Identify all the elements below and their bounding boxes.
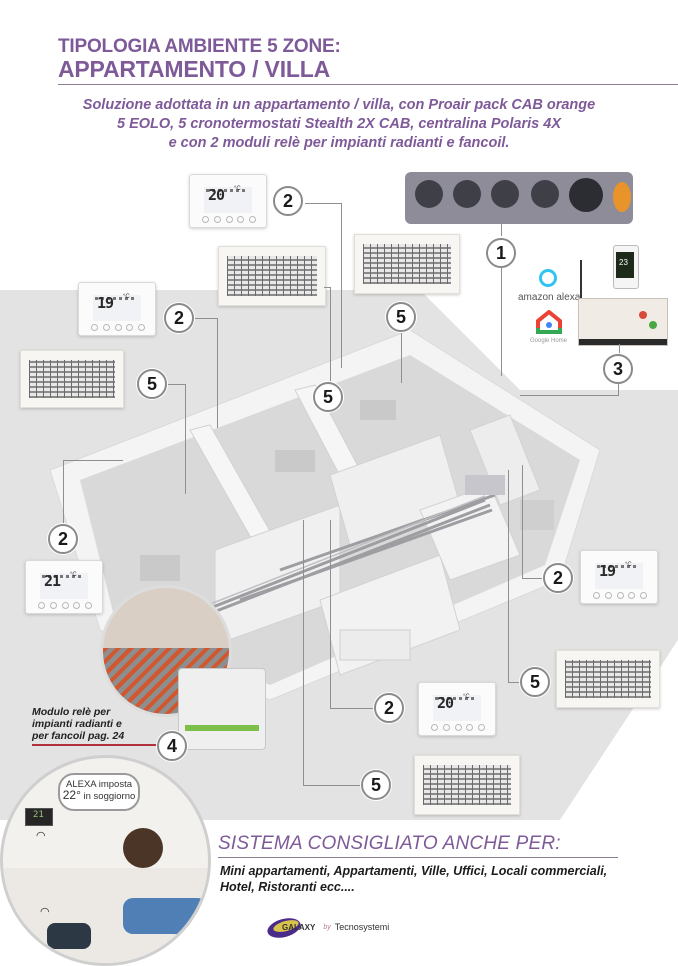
intro-text: Soluzione adottata in un appartamento / … (0, 96, 678, 153)
galaxy-wordmark: GALAXY (282, 922, 316, 932)
connector-line (195, 318, 217, 319)
thermostat-image: 19 °C (78, 282, 156, 336)
connector-line (522, 578, 542, 579)
connector-line (330, 520, 331, 708)
mini-display-image: 21 (25, 808, 53, 826)
callout-5-grille: 5 (313, 382, 343, 412)
connector-line (341, 203, 342, 368)
callout-2-thermostat: 2 (164, 303, 194, 333)
thermostat-image: 21 °C (25, 560, 103, 614)
callout-2-thermostat: 2 (273, 186, 303, 216)
callout-2-thermostat: 2 (48, 524, 78, 554)
relay-module-caption: Modulo relè per impianti radianti e per … (32, 706, 125, 742)
google-home-label: Google Home (530, 338, 568, 344)
connector-line (508, 470, 509, 682)
connector-line (330, 708, 374, 709)
smartphone-app-image: 23 (613, 245, 639, 289)
callout-5-grille: 5 (386, 302, 416, 332)
connector-line (168, 384, 185, 385)
connector-line (63, 460, 123, 461)
callout-2-thermostat: 2 (374, 693, 404, 723)
connector-line (217, 318, 218, 428)
callout-1-manifold: 1 (486, 238, 516, 268)
antenna-icon (580, 260, 582, 298)
connector-line (63, 460, 64, 524)
relay-module-image (178, 668, 266, 750)
intro-line: Soluzione adottata in un appartamento / … (82, 97, 596, 113)
callout-4-relay-module: 4 (157, 731, 187, 761)
connector-line (324, 287, 330, 288)
callout-5-grille: 5 (137, 369, 167, 399)
callout-2-thermostat: 2 (543, 563, 573, 593)
grille-image (20, 350, 124, 408)
thermostat-image: 19 °C (580, 550, 658, 604)
connector-line (185, 384, 186, 494)
connector-line (330, 287, 331, 381)
wifi-icon: ◠ (40, 906, 50, 918)
connector-line (619, 344, 620, 354)
caption-underline (32, 744, 160, 746)
recommended-title: SISTEMA CONSIGLIATO ANCHE PER: (218, 833, 561, 854)
title-divider (58, 84, 678, 85)
recommended-text: Mini appartamenti, Appartamenti, Ville, … (220, 864, 608, 894)
callout-3-controller: 3 (603, 354, 633, 384)
connector-line (618, 384, 619, 396)
thermostat-temp: 21 (44, 572, 61, 590)
alexa-icon (539, 269, 557, 287)
intro-line: 5 EOLO, 5 cronotermostati Stealth 2X CAB… (117, 116, 561, 132)
page-title-line1: TIPOLOGIA AMBIENTE 5 ZONE: (58, 36, 341, 57)
connector-line (520, 395, 619, 396)
app-temp: 23 (619, 258, 628, 267)
grille-image (414, 755, 520, 815)
recommended-divider (218, 857, 618, 858)
connector-line (305, 203, 341, 204)
thermostat-temp: 20 (208, 186, 225, 204)
mini-display-temp: 21 (33, 810, 44, 820)
grille-image (354, 234, 460, 294)
intro-line: e con 2 moduli relè per impianti radiant… (168, 135, 510, 151)
thermostat-temp: 19 (97, 294, 114, 312)
polaris-controller-image (578, 298, 668, 346)
thermostat-image: 20 °C (189, 174, 267, 228)
galaxy-swoosh-icon (267, 918, 301, 938)
air-manifold-image (405, 172, 633, 224)
thermostat-temp: 20 (437, 694, 454, 712)
grille-image (218, 246, 326, 306)
google-home-icon (536, 310, 562, 334)
connector-line (303, 785, 361, 786)
brand-by: by (323, 923, 331, 931)
thermostat-image: 20 °C (418, 682, 496, 736)
tecnosystemi-wordmark: Tecnosystemi (334, 922, 390, 932)
grille-image (556, 650, 660, 708)
callout-5-grille: 5 (520, 667, 550, 697)
thermostat-temp: 19 (599, 562, 616, 580)
brand-logo: GALAXY by Tecnosystemi (266, 912, 389, 942)
connector-line (501, 224, 502, 236)
connector-line (401, 333, 402, 383)
callout-5-grille: 5 (361, 770, 391, 800)
connector-line (508, 682, 520, 683)
wireless-signal-icon: ◠ (36, 830, 46, 842)
connector-line (303, 520, 304, 785)
connector-line (501, 268, 502, 376)
connector-line (522, 465, 523, 578)
alexa-label: amazon alexa (518, 292, 581, 303)
alexa-speech-bubble: ALEXA imposta 22° in soggiorno (58, 773, 140, 811)
page-title-line2: APPARTAMENTO / VILLA (58, 56, 331, 82)
